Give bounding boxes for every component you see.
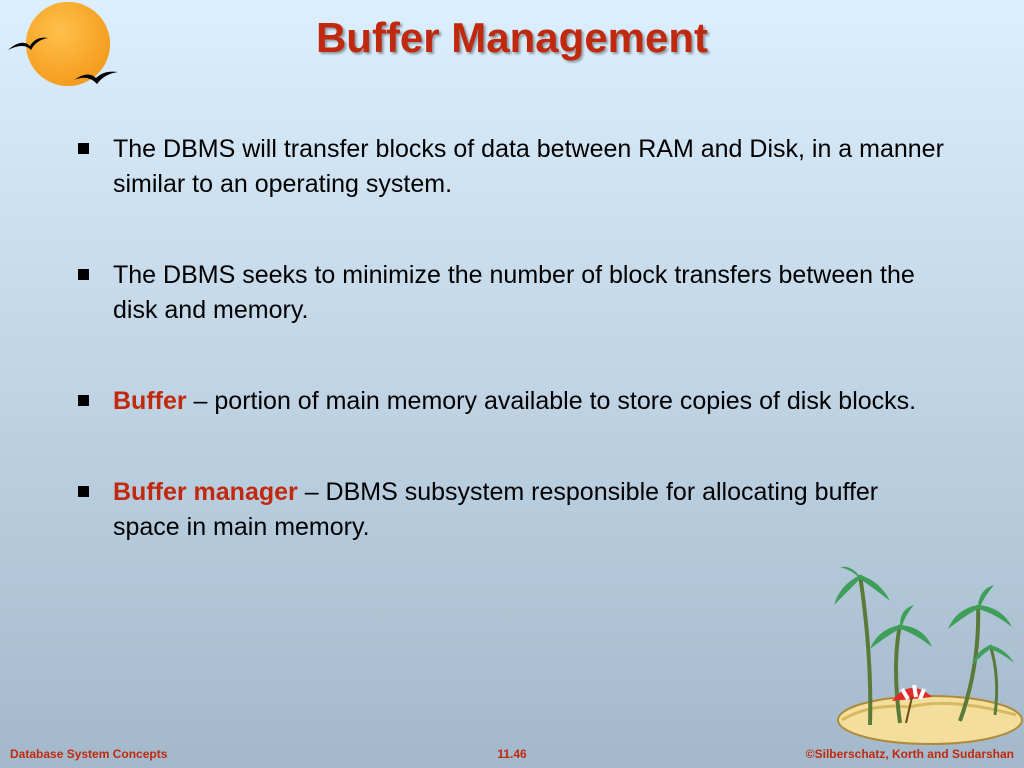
footer-page-number: 11.46 xyxy=(497,747,527,761)
slide-footer: Database System Concepts 11.46 ©Silbersc… xyxy=(0,742,1024,768)
palm-island-icon xyxy=(834,566,1023,745)
bullet-square-icon xyxy=(78,269,89,280)
bullet-list: The DBMS will transfer blocks of data be… xyxy=(76,132,946,601)
bullet-text: – portion of main memory available to st… xyxy=(186,387,917,415)
bullet-item: The DBMS seeks to minimize the number of… xyxy=(76,258,946,328)
bullet-term: Buffer xyxy=(113,387,187,415)
bullet-text: The DBMS will transfer blocks of data be… xyxy=(113,135,944,198)
bullet-text: The DBMS seeks to minimize the number of… xyxy=(113,261,915,324)
footer-copyright: ©Silberschatz, Korth and Sudarshan xyxy=(805,747,1014,761)
bullet-text: – DBMS subsystem responsible for allocat… xyxy=(113,478,879,541)
bullet-square-icon xyxy=(78,395,89,406)
footer-course: Database System Concepts xyxy=(10,747,168,761)
bullet-item: Buffer – portion of main memory availabl… xyxy=(76,384,946,419)
bullet-term: Buffer manager xyxy=(113,478,298,506)
bullet-item: The DBMS will transfer blocks of data be… xyxy=(76,132,946,202)
bullet-square-icon xyxy=(78,143,89,154)
slide-title: Buffer Management xyxy=(315,14,709,61)
bullet-square-icon xyxy=(78,486,89,497)
bullet-item: Buffer manager – DBMS subsystem responsi… xyxy=(76,475,946,545)
sun-with-birds-icon xyxy=(8,2,118,86)
